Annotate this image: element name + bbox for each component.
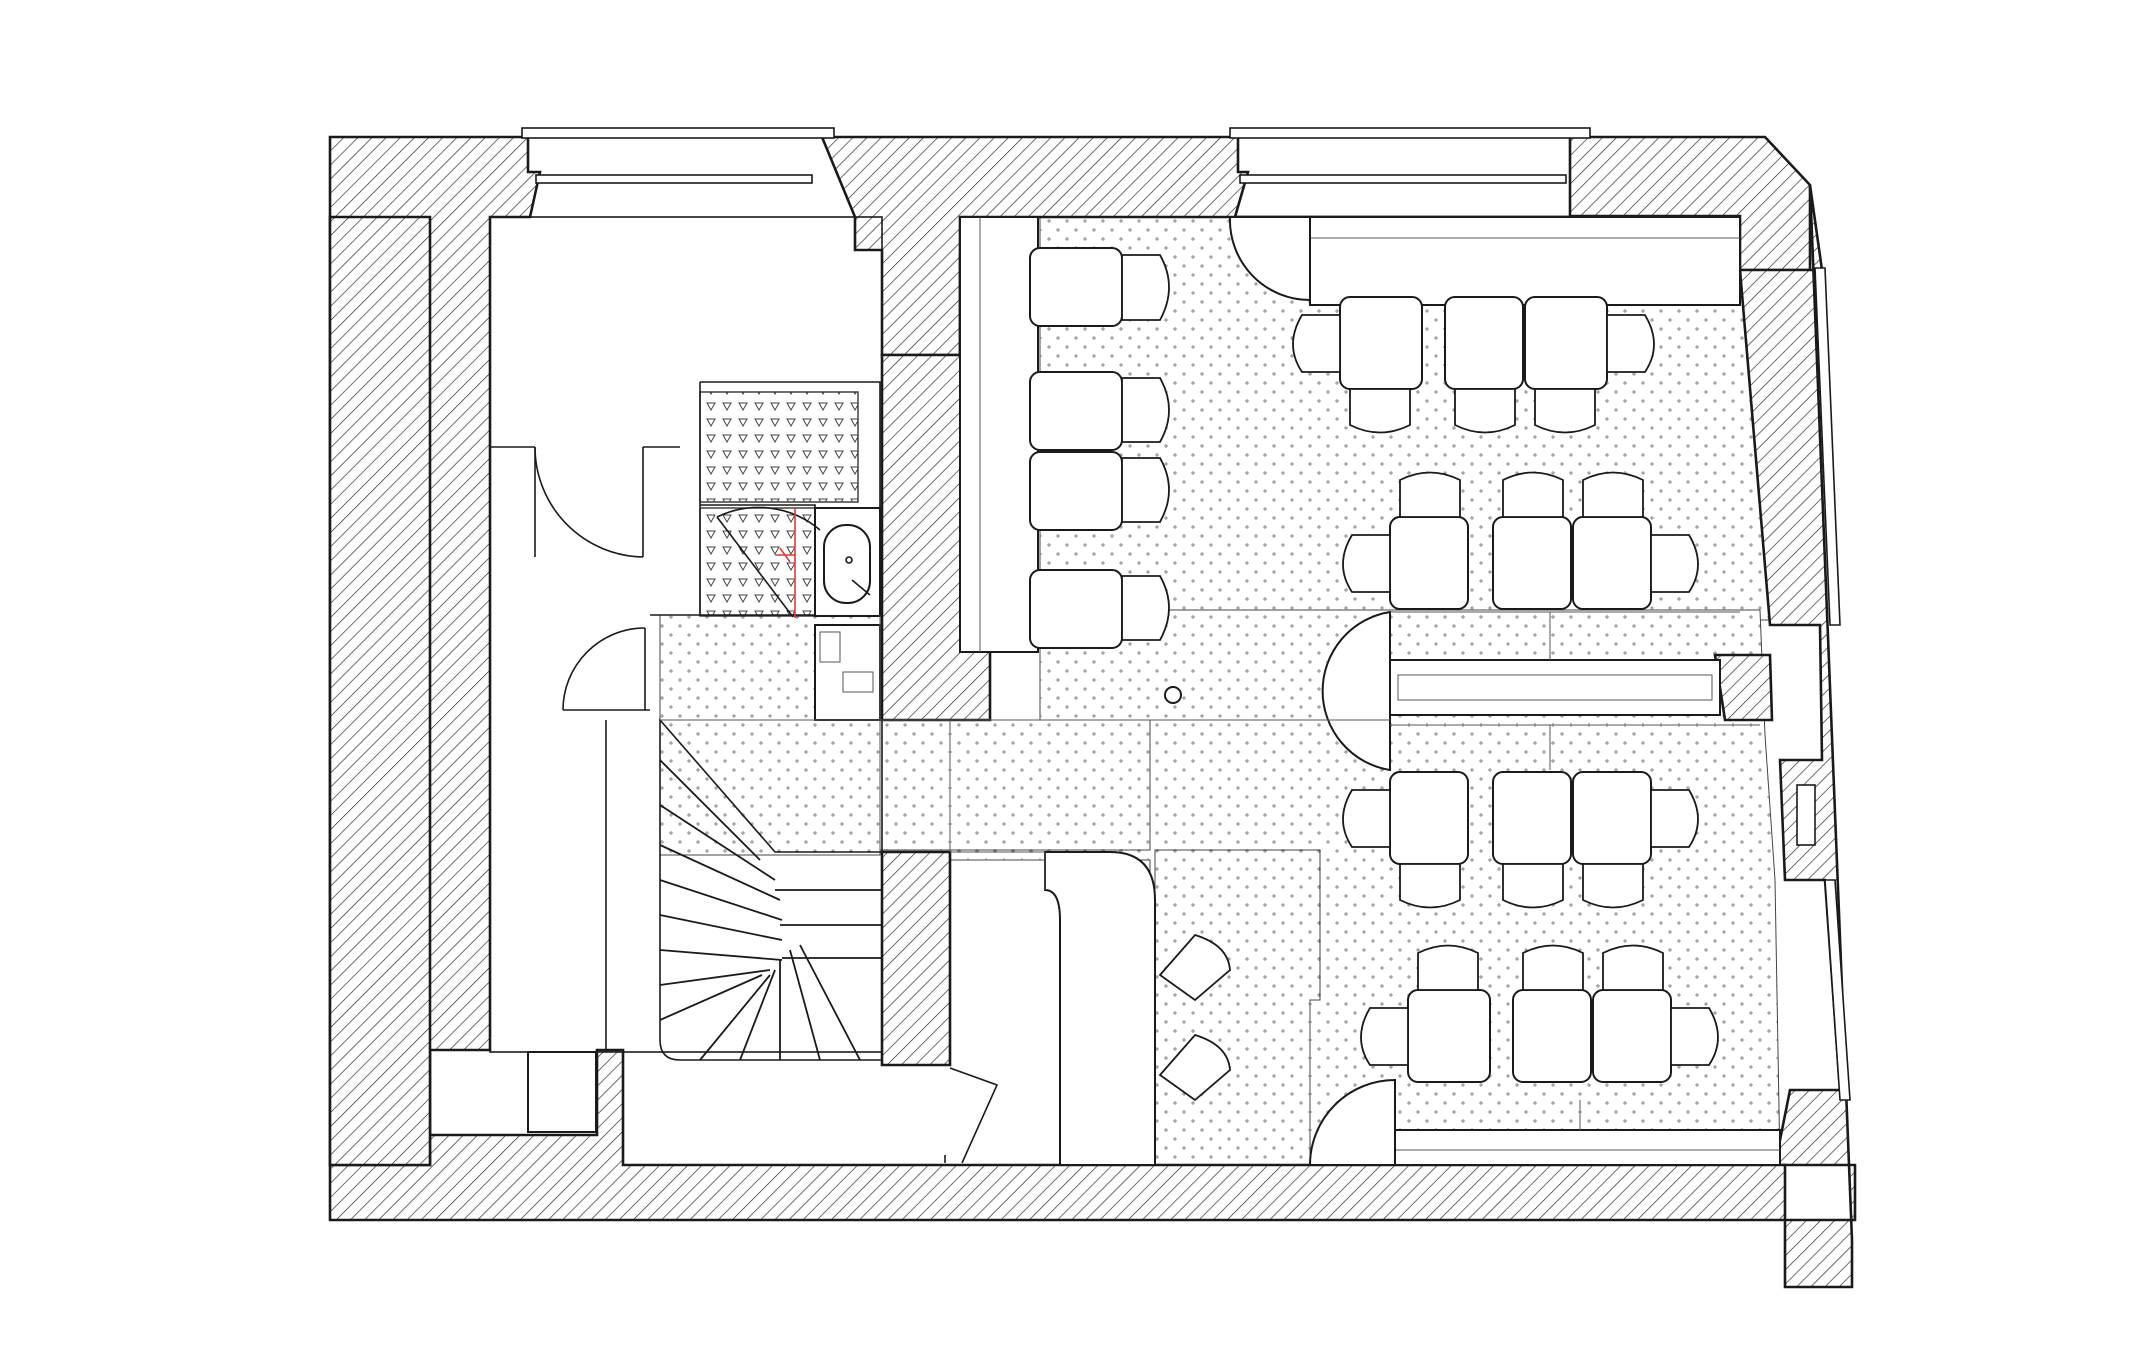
chair — [1121, 457, 1170, 523]
chair — [1121, 377, 1170, 443]
wc-floor-upper — [699, 391, 859, 503]
wc-walls — [650, 381, 881, 616]
wc-dimension-line — [775, 508, 796, 618]
floor-joints — [660, 611, 1760, 1130]
banquette-curve-bottom — [1308, 1078, 1396, 1166]
chair — [1399, 471, 1461, 518]
window-top-left — [521, 127, 835, 139]
table-n2 — [1492, 771, 1572, 865]
table-b3 — [1592, 989, 1672, 1083]
chair — [1158, 1033, 1231, 1102]
table-t1 — [1339, 296, 1423, 390]
banquette-middle — [1389, 659, 1721, 716]
chair — [1349, 388, 1411, 434]
bar-counter — [950, 851, 1156, 1166]
wc-basin — [823, 524, 871, 604]
chair — [1342, 534, 1391, 593]
chair — [1650, 789, 1699, 848]
window-top-middle-sill — [1239, 174, 1567, 184]
wc-drain — [845, 556, 853, 564]
table-l4 — [1029, 569, 1123, 649]
lower-door-jamb — [563, 709, 650, 1052]
chair — [1342, 789, 1391, 848]
banquette-middle-cushion — [1397, 674, 1713, 701]
table-l2 — [1029, 371, 1123, 451]
window-right-lower — [1824, 879, 1851, 1101]
chair — [1502, 863, 1564, 909]
stair-outline — [659, 717, 883, 1061]
banquette-left-wall — [959, 216, 1039, 653]
stair-door-swing — [949, 1067, 999, 1164]
stair-steps — [659, 759, 882, 1061]
window-right-upper — [1814, 267, 1841, 626]
utility-box — [527, 1051, 597, 1133]
chair — [1399, 863, 1461, 909]
chair — [1606, 314, 1655, 373]
chair — [1522, 944, 1584, 991]
wall-left — [328, 215, 432, 1167]
chair — [1454, 388, 1516, 434]
banquettes — [959, 216, 1781, 1166]
chair — [1158, 933, 1231, 1002]
chair — [1360, 1007, 1409, 1066]
table-n3 — [1572, 771, 1652, 865]
cabinet-detail-2 — [842, 671, 874, 693]
chair — [1582, 471, 1644, 518]
chair — [1602, 944, 1664, 991]
tables — [1029, 247, 1672, 1083]
wc-floor-lower — [699, 507, 816, 617]
stair-wall — [880, 850, 952, 1067]
lower-door-swing — [562, 627, 646, 711]
chair — [1670, 1007, 1719, 1066]
chair — [1121, 575, 1170, 641]
banquette-top — [1309, 216, 1741, 306]
windows — [521, 127, 1851, 1101]
table-m1 — [1389, 516, 1469, 610]
chairs — [1121, 254, 1719, 1102]
table-b1 — [1407, 989, 1491, 1083]
table-b2 — [1512, 989, 1592, 1083]
storage-door-swing — [534, 446, 644, 558]
chair — [1502, 471, 1564, 518]
column — [1164, 686, 1182, 704]
table-m3 — [1572, 516, 1652, 610]
table-m2 — [1492, 516, 1572, 610]
table-t2 — [1444, 296, 1524, 390]
storage-room — [489, 216, 883, 1053]
storage-door-frame — [490, 446, 680, 557]
chair — [1121, 254, 1170, 321]
table-n1 — [1389, 771, 1469, 865]
window-top-middle — [1229, 127, 1591, 139]
window-right-small — [1796, 784, 1816, 846]
banquette-curve-middle — [1321, 610, 1391, 772]
table-l1 — [1029, 247, 1123, 327]
lower-dining-floor — [1154, 849, 1321, 1166]
restroom — [650, 381, 881, 721]
chair — [1417, 944, 1479, 991]
bar-outline — [1044, 851, 1156, 1166]
banquette-bottom — [1389, 1129, 1781, 1166]
chair — [1292, 314, 1341, 373]
wc-tap — [851, 579, 871, 596]
window-top-left-sill — [535, 174, 813, 184]
utility-rooms — [489, 216, 883, 1133]
chair — [1582, 863, 1644, 909]
chair — [1534, 388, 1596, 434]
banquette-curve-top — [1228, 216, 1311, 302]
staircase — [659, 717, 999, 1164]
cabinet-detail — [819, 631, 841, 663]
chair — [1650, 534, 1699, 593]
wc-door-swing — [716, 506, 821, 618]
table-t3 — [1524, 296, 1608, 390]
right-pier — [1713, 653, 1774, 722]
table-l3 — [1029, 451, 1123, 531]
